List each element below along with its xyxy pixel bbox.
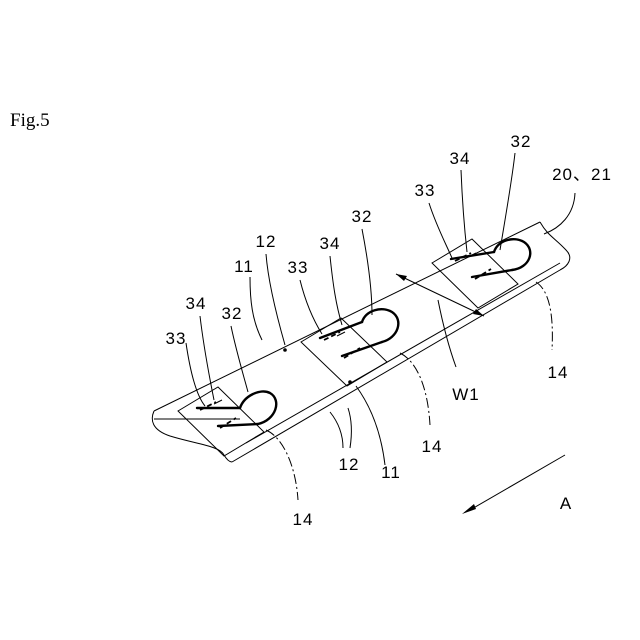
label-32-right: 32 (511, 132, 532, 151)
label-33-left: 33 (166, 329, 187, 348)
label-a: A (560, 494, 572, 513)
label-33-mid: 33 (288, 258, 309, 277)
center-lines (266, 282, 552, 500)
label-14-right: 14 (548, 363, 569, 382)
unit-middle (301, 309, 398, 386)
surface-dot-top (283, 348, 287, 352)
unit-left (178, 387, 276, 456)
label-34-mid: 34 (320, 234, 341, 253)
label-14-mid: 14 (422, 437, 443, 456)
label-w1: W1 (452, 385, 480, 404)
label-32-left: 32 (222, 304, 243, 323)
strip-outline (152, 222, 570, 462)
label-14-left: 14 (293, 510, 314, 529)
label-32-mid: 32 (352, 207, 373, 226)
direction-arrow-a (462, 455, 565, 514)
surface-dot-bottom (348, 380, 352, 384)
unit-right (432, 239, 530, 308)
label-12-bottom: 12 (339, 455, 360, 474)
label-11-bottom: 11 (381, 463, 401, 482)
label-34-right: 34 (450, 149, 471, 168)
label-34-left: 34 (186, 294, 207, 313)
label-12-top: 12 (256, 232, 277, 251)
label-33-right: 33 (415, 181, 436, 200)
label-11-top: 11 (234, 257, 254, 276)
label-20-21: 20、21 (552, 165, 612, 184)
